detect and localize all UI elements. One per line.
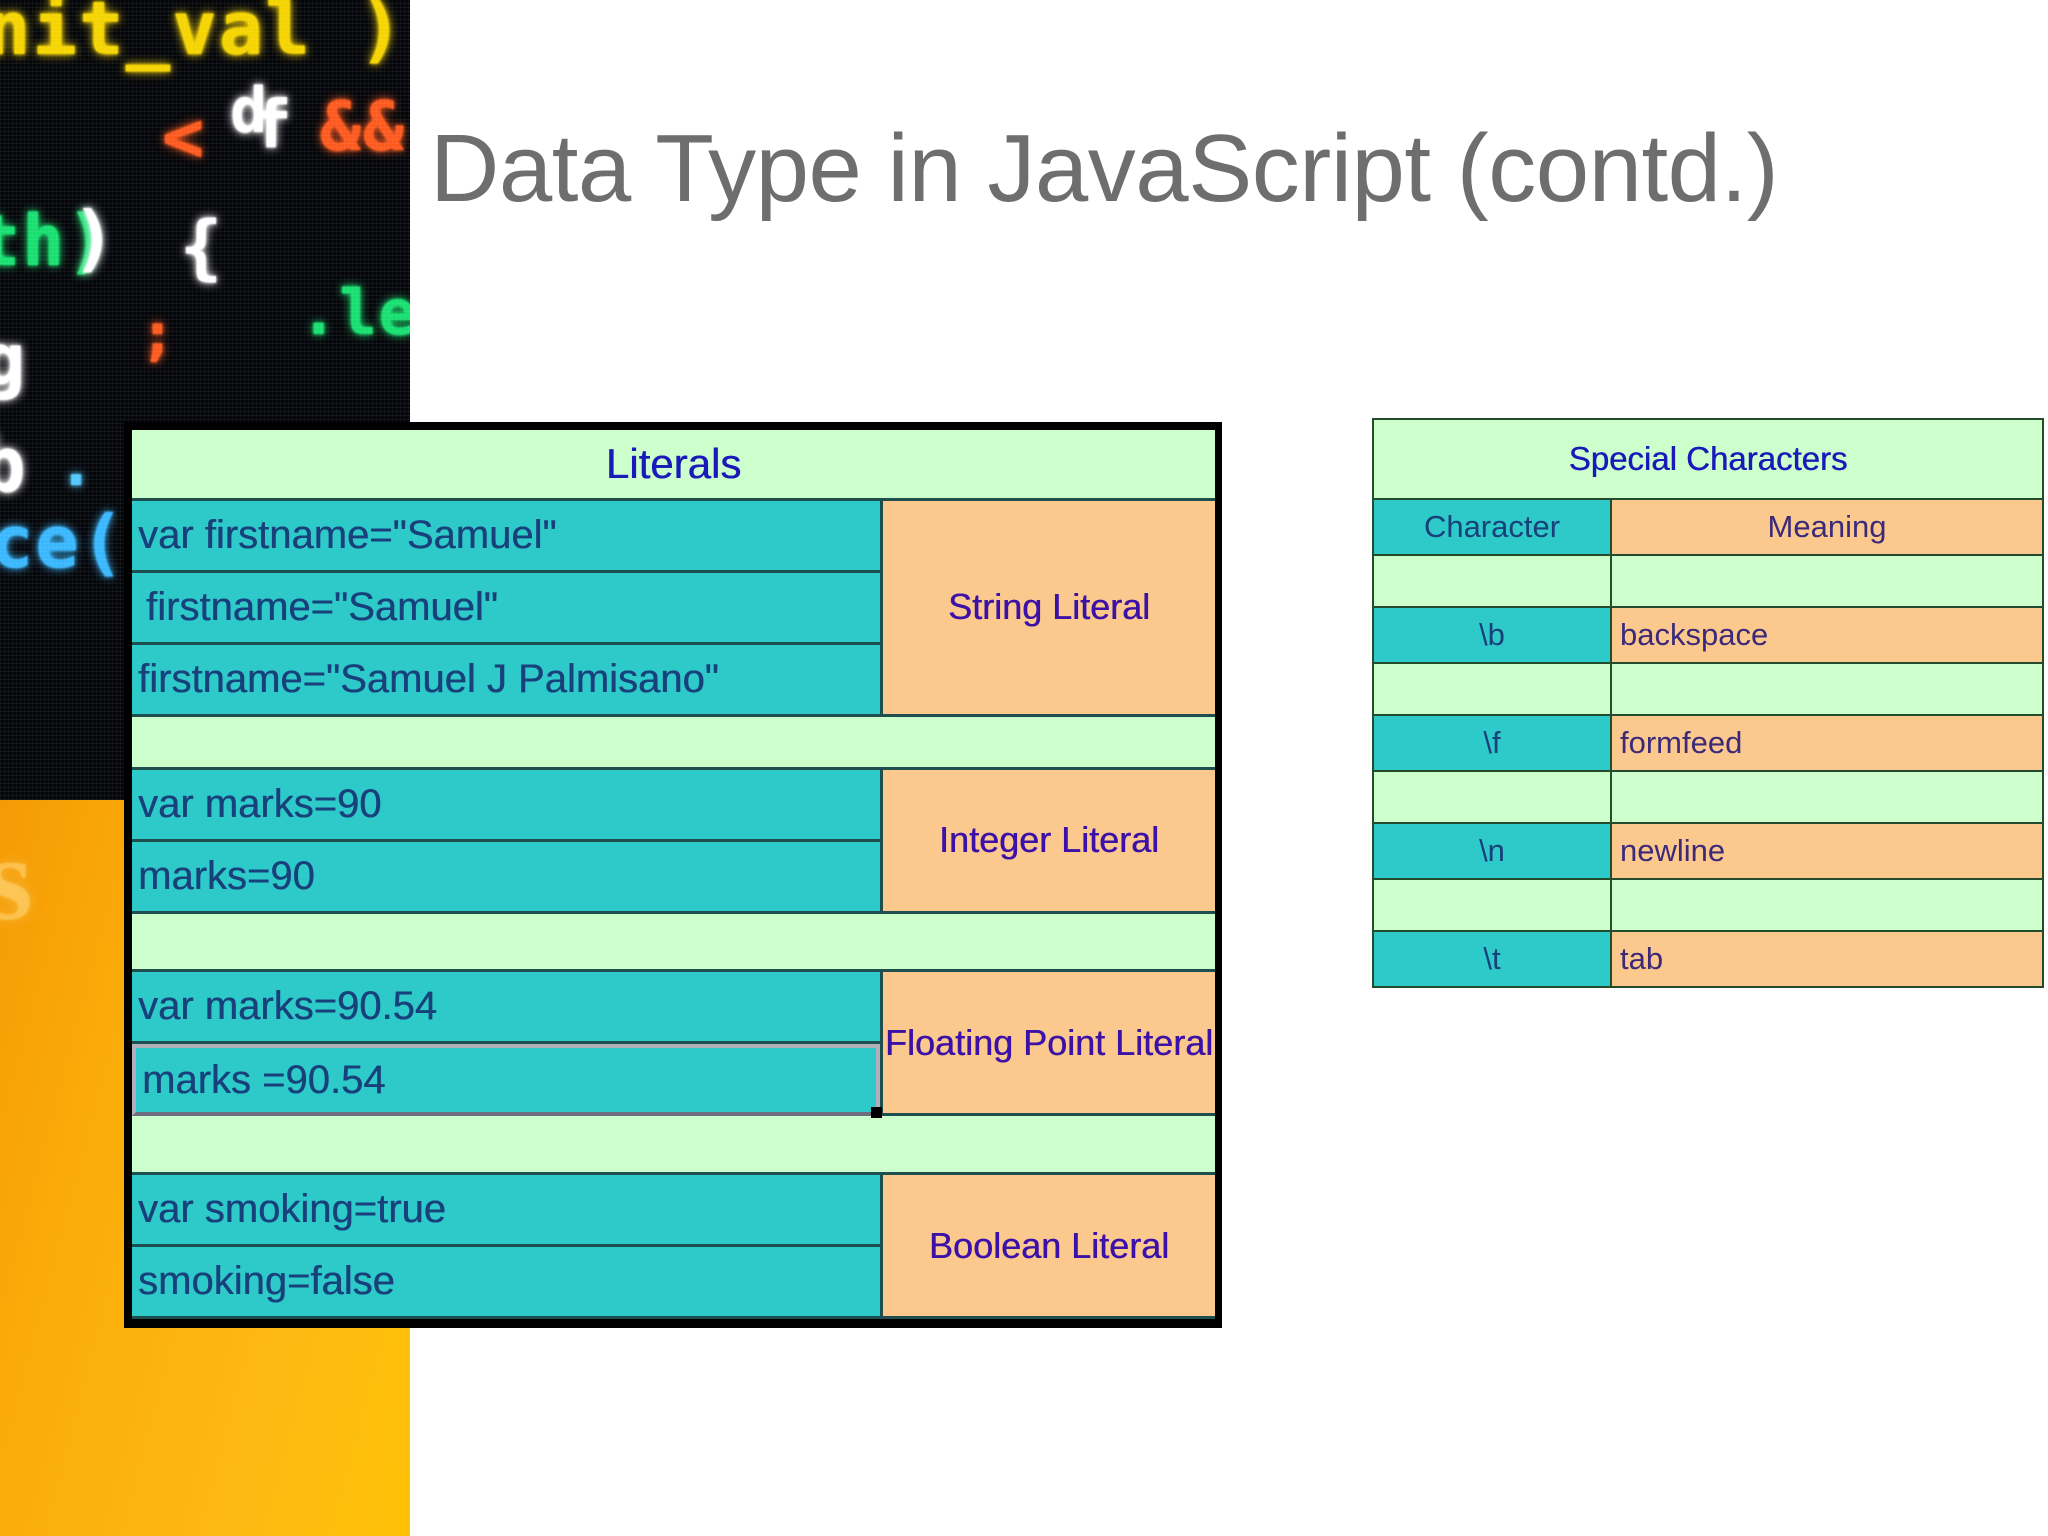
literals-group-boolean: var smoking=true smoking=false Boolean L… bbox=[132, 1175, 1215, 1319]
table-row[interactable]: \t tab bbox=[1372, 932, 2044, 988]
literals-label-cell: Boolean Literal bbox=[880, 1175, 1215, 1319]
spacer-cell bbox=[1372, 772, 1612, 824]
code-glyph-f: f bbox=[252, 86, 294, 163]
character-cell: \n bbox=[1372, 824, 1612, 880]
literals-code-row[interactable]: var smoking=true bbox=[132, 1175, 880, 1247]
letter-s-glyph: s bbox=[0, 812, 33, 945]
spacer-cell bbox=[1612, 880, 2044, 932]
literals-code-row[interactable]: var marks=90 bbox=[132, 769, 880, 842]
table-row[interactable]: \b backspace bbox=[1372, 608, 2044, 664]
code-glyph-brace: { bbox=[180, 206, 225, 288]
spacer-cell bbox=[1612, 664, 2044, 716]
literals-group-float: var marks=90.54 marks =90.54 Floating Po… bbox=[132, 972, 1215, 1119]
code-glyph-g: g bbox=[0, 318, 28, 402]
column-header-meaning: Meaning bbox=[1612, 500, 2044, 556]
literals-label-text: Floating Point Literal bbox=[884, 1021, 1214, 1063]
code-glyph-semicolon: ; bbox=[140, 300, 177, 368]
spacer-cell bbox=[1612, 556, 2044, 608]
page-title: Data Type in JavaScript (contd.) bbox=[430, 115, 1779, 222]
literals-group-boolean-codes: var smoking=true smoking=false bbox=[132, 1175, 880, 1319]
special-characters-spacer-row bbox=[1372, 880, 2044, 932]
special-characters-header-row: Character Meaning bbox=[1372, 500, 2044, 556]
meaning-cell: tab bbox=[1612, 932, 2044, 988]
special-characters-spacer-row bbox=[1372, 772, 2044, 824]
special-characters-title: Special Characters bbox=[1568, 440, 1848, 477]
literals-group-integer: var marks=90 marks=90 Integer Literal bbox=[132, 769, 1215, 914]
literals-code-row[interactable]: var firstname="Samuel" bbox=[132, 500, 880, 573]
character-cell: \b bbox=[1372, 608, 1612, 664]
literals-table: Literals var firstname="Samuel" firstnam… bbox=[124, 422, 1222, 1328]
code-glyph-lt: < bbox=[162, 96, 207, 178]
literals-group-string-codes: var firstname="Samuel" firstname="Samuel… bbox=[132, 500, 880, 717]
special-characters-spacer-row bbox=[1372, 556, 2044, 608]
meaning-cell: backspace bbox=[1612, 608, 2044, 664]
literals-spacer-row bbox=[132, 1116, 1215, 1175]
character-cell: \t bbox=[1372, 932, 1612, 988]
column-header-character: Character bbox=[1372, 500, 1612, 556]
literals-code-row[interactable]: smoking=false bbox=[132, 1247, 880, 1319]
literals-group-float-codes: var marks=90.54 marks =90.54 bbox=[132, 972, 882, 1119]
special-characters-spacer-row bbox=[1372, 664, 2044, 716]
code-glyph-ce: ce( bbox=[0, 500, 127, 584]
literals-group-string: var firstname="Samuel" firstname="Samuel… bbox=[132, 500, 1215, 717]
literals-spacer-row bbox=[132, 716, 1215, 770]
code-glyph-ampamp: && bbox=[320, 88, 406, 167]
special-characters-title-row: Special Characters bbox=[1372, 418, 2044, 500]
code-glyph-d: d bbox=[230, 74, 270, 147]
literals-label-text: Integer Literal bbox=[938, 819, 1160, 861]
code-glyph-paren: ) bbox=[72, 196, 118, 280]
literals-label-cell: String Literal bbox=[880, 500, 1215, 717]
literals-label-cell: Floating Point Literal bbox=[880, 972, 1215, 1117]
literals-code-row-selected[interactable]: marks =90.54 bbox=[132, 1044, 882, 1119]
meaning-cell: newline bbox=[1612, 824, 2044, 880]
literals-code-row[interactable]: marks=90 bbox=[132, 841, 880, 914]
code-glyph-b: b bbox=[0, 420, 28, 509]
literals-table-inner: Literals var firstname="Samuel" firstnam… bbox=[132, 430, 1215, 1319]
special-characters-table: Special Characters Character Meaning \b … bbox=[1372, 418, 2044, 1012]
table-row[interactable]: \n newline bbox=[1372, 824, 2044, 880]
spacer-cell bbox=[1612, 772, 2044, 824]
literals-group-integer-codes: var marks=90 marks=90 bbox=[132, 769, 880, 914]
literals-spacer-row bbox=[132, 913, 1215, 973]
character-cell: \f bbox=[1372, 716, 1612, 772]
code-glyph-init-val: nit_val ) bbox=[0, 0, 405, 72]
literals-label-text: String Literal bbox=[947, 586, 1151, 628]
literals-table-title: Literals bbox=[605, 439, 742, 487]
table-row[interactable]: \f formfeed bbox=[1372, 716, 2044, 772]
spacer-cell bbox=[1372, 880, 1612, 932]
code-glyph-th: th) bbox=[0, 200, 111, 282]
literals-code-row[interactable]: firstname="Samuel J Palmisano" bbox=[132, 644, 880, 717]
literals-table-header: Literals bbox=[132, 430, 1215, 501]
literals-code-row[interactable]: var marks=90.54 bbox=[132, 972, 880, 1045]
spacer-cell bbox=[1372, 664, 1612, 716]
code-glyph-len: .len bbox=[300, 276, 410, 349]
meaning-cell: formfeed bbox=[1612, 716, 2044, 772]
code-glyph-dot: . bbox=[58, 430, 97, 500]
literals-label-text: Boolean Literal bbox=[928, 1224, 1170, 1266]
literals-label-cell: Integer Literal bbox=[880, 769, 1215, 914]
spacer-cell bbox=[1372, 556, 1612, 608]
literals-code-row[interactable]: firstname="Samuel" bbox=[132, 572, 880, 645]
